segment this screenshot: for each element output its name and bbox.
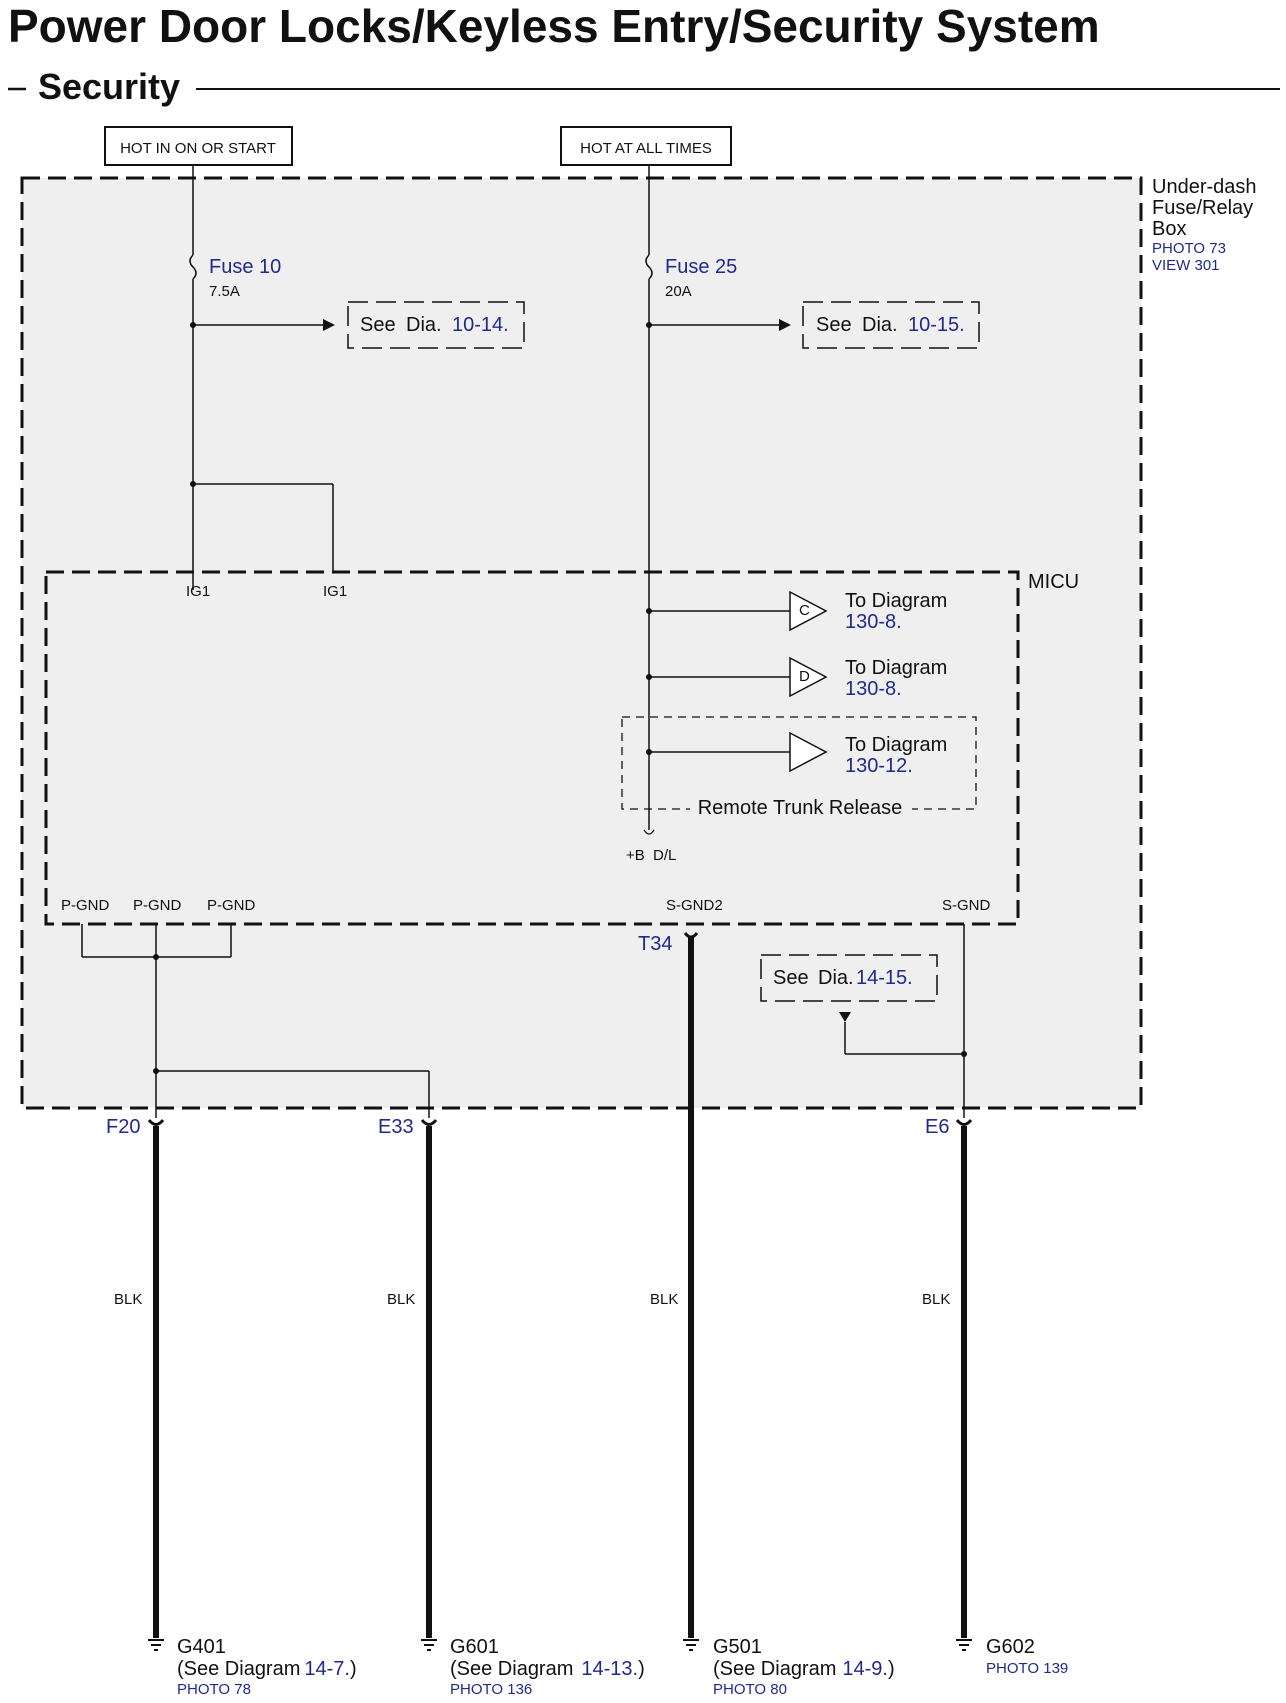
connector-e33-icon: [420, 1119, 438, 1126]
fuse-10-rating: 7.5A: [209, 283, 240, 300]
output-d-letter: D: [799, 668, 810, 685]
output-triangle-icon: [789, 590, 828, 632]
arrow-right-icon: [779, 319, 791, 331]
ground-g601-id: G601: [450, 1636, 499, 1658]
ground-symbol-icon: [956, 1639, 972, 1651]
see-dia-10-15-ref: 10-15.: [908, 314, 965, 336]
fuse-25-rating: 20A: [665, 283, 692, 300]
connector-t34-label: T34: [638, 933, 672, 955]
fuse-10-name: Fuse 10: [209, 256, 281, 278]
wire-color-3: BLK: [650, 1291, 678, 1308]
micu-output-trunk: [646, 731, 828, 773]
bat-source-box: [560, 126, 732, 166]
fuse-box-photo: PHOTO 73: [1152, 240, 1226, 257]
sgnd-wiring: [839, 924, 967, 1118]
micu-label: MICU: [1028, 571, 1079, 593]
ground-g401-photo: PHOTO 78: [177, 1681, 251, 1698]
fuse-10-symbol: [189, 254, 197, 280]
connector-f20-icon: [147, 1119, 165, 1126]
ground-g401-id: G401: [177, 1636, 226, 1658]
wire-color-1: BLK: [114, 1291, 142, 1308]
output-d-ref: 130-8.: [845, 678, 902, 700]
fuse-box-name-1: Under-dash: [1152, 176, 1257, 198]
fuse-25-symbol: [645, 254, 653, 280]
micu-pin-sgnd: S-GND: [942, 897, 991, 914]
micu-pin-ig1-b: IG1: [323, 583, 347, 600]
see-dia-14-15-ref: 14-15.: [856, 967, 913, 989]
micu-pin-ig1-a: IG1: [186, 583, 210, 600]
page-subtitle: Security: [38, 66, 180, 107]
fuse-box-view: VIEW 301: [1152, 257, 1220, 274]
output-triangle-icon: [789, 656, 828, 698]
output-d-line1: To Diagram: [845, 657, 947, 679]
fuse-box-name-2: Fuse/Relay: [1152, 197, 1253, 219]
fuse-25-circuit: [643, 165, 791, 835]
see-dia-10-14-box: [347, 301, 525, 349]
ground-symbol-icon: [421, 1639, 437, 1651]
connector-pin-icon: [643, 829, 655, 835]
fuse-box-name-3: Box: [1152, 218, 1186, 240]
ground-g602-photo: PHOTO 139: [986, 1660, 1068, 1677]
bat-source-label: HOT AT ALL TIMES: [580, 140, 712, 157]
output-trunk-line1: To Diagram: [845, 734, 947, 756]
connector-e6-label: E6: [925, 1116, 949, 1138]
micu-pin-b: +B: [626, 847, 645, 864]
micu-pin-pgnd-2: P-GND: [133, 897, 182, 914]
see-dia-14-15-dia: Dia.: [818, 967, 854, 989]
output-c-line1: To Diagram: [845, 590, 947, 612]
micu-pin-dl: D/L: [653, 847, 676, 864]
see-dia-14-15-box: [760, 954, 938, 1002]
ground-g501-id: G501: [713, 1636, 762, 1658]
arrow-up-icon: [839, 1012, 851, 1022]
fuse-25-name: Fuse 25: [665, 256, 737, 278]
ign-source-label: HOT IN ON OR START: [120, 140, 276, 157]
page-title: Power Door Locks/Keyless Entry/Security …: [8, 0, 1100, 52]
wire-color-4: BLK: [922, 1291, 950, 1308]
micu-outline: [44, 570, 1020, 926]
see-dia-14-15-prefix: See: [773, 967, 809, 989]
ground-symbol-icon: [683, 1639, 699, 1651]
connector-e33-label: E33: [378, 1116, 414, 1138]
micu-output-d: [646, 656, 828, 698]
wire-color-2: BLK: [387, 1291, 415, 1308]
output-trunk-ref: 130-12.: [845, 755, 913, 777]
ground-g601-photo: PHOTO 136: [450, 1681, 532, 1698]
pgnd-wiring: [81, 924, 430, 1118]
output-triangle-icon: [789, 731, 828, 773]
ign-source-box: [104, 126, 293, 166]
see-dia-10-14-prefix: See: [360, 314, 396, 336]
see-dia-10-14-dia: Dia.: [406, 314, 442, 336]
see-dia-10-15-box: [802, 301, 980, 349]
output-c-letter: C: [799, 602, 810, 619]
ground-symbol-icon: [148, 1639, 164, 1651]
fuse-10-circuit: [189, 165, 335, 590]
remote-trunk-release-label: Remote Trunk Release: [698, 797, 903, 819]
connector-e6-icon: [955, 1119, 973, 1126]
micu-pin-sgnd2: S-GND2: [666, 897, 723, 914]
ground-g501-photo: PHOTO 80: [713, 1681, 787, 1698]
ground-g602-id: G602: [986, 1636, 1035, 1658]
see-dia-10-15-dia: Dia.: [862, 314, 898, 336]
see-dia-10-15-prefix: See: [816, 314, 852, 336]
option-label-bg: [690, 796, 912, 818]
micu-pin-pgnd-3: P-GND: [207, 897, 256, 914]
output-c-ref: 130-8.: [845, 611, 902, 633]
micu-pin-pgnd-1: P-GND: [61, 897, 110, 914]
arrow-right-icon: [323, 319, 335, 331]
connector-f20-label: F20: [106, 1116, 140, 1138]
micu-output-c: [646, 590, 828, 632]
see-dia-10-14-ref: 10-14.: [452, 314, 509, 336]
